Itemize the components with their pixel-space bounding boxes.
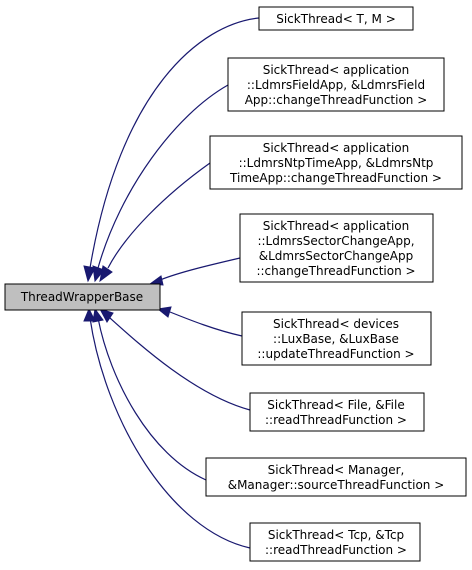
class-node-sick-thread-tcp[interactable]: SickThread< Tcp, &Tcp ::readThreadFuncti… bbox=[249, 522, 421, 562]
edge-sick-thread-ldmrs-ntp-time-app bbox=[107, 162, 211, 269]
class-label-thread-wrapper-base: ThreadWrapperBase bbox=[20, 290, 143, 304]
class-label-line: ::LdmrsFieldApp, &LdmrsField bbox=[247, 78, 425, 92]
class-label-line: &Manager::sourceThreadFunction > bbox=[228, 478, 445, 492]
class-node-sick-thread-t-m[interactable]: SickThread< T, M > bbox=[258, 6, 414, 31]
edge-sick-thread-file bbox=[109, 317, 251, 411]
class-node-sick-thread-ldmrs-sector-change-app[interactable]: SickThread< application ::LdmrsSectorCha… bbox=[239, 213, 434, 283]
class-label-line: ::LdmrsSectorChangeApp, bbox=[257, 234, 414, 248]
class-label-line: ::readThreadFunction > bbox=[265, 413, 407, 427]
arrowhead-sick-thread-tcp bbox=[83, 307, 96, 322]
edge-sick-thread-ldmrs-sector-change-app bbox=[159, 257, 241, 281]
class-node-sick-thread-lux-base[interactable]: SickThread< devices ::LuxBase, &LuxBase … bbox=[241, 311, 432, 366]
class-node-sick-thread-ldmrs-ntp-time-app[interactable]: SickThread< application ::LdmrsNtpTimeAp… bbox=[209, 135, 463, 190]
arrowhead-sick-thread-ldmrs-ntp-time-app bbox=[99, 265, 113, 283]
edge-sick-thread-ldmrs-field-app bbox=[97, 84, 229, 269]
class-node-sick-thread-ldmrs-field-app[interactable]: SickThread< application ::LdmrsFieldApp,… bbox=[227, 57, 445, 112]
arrowhead-sick-thread-file bbox=[98, 308, 114, 323]
class-label-line: SickThread< application bbox=[263, 63, 410, 77]
class-label-line: ::LdmrsNtpTimeApp, &LdmrsNtp bbox=[239, 156, 434, 170]
edge-sick-thread-tcp bbox=[89, 317, 251, 549]
arrowhead-sick-thread-manager bbox=[92, 307, 104, 323]
inheritance-arrowheads bbox=[83, 265, 172, 323]
class-label-line: ::readThreadFunction > bbox=[265, 543, 407, 557]
class-node-sick-thread-file[interactable]: SickThread< File, &File ::readThreadFunc… bbox=[249, 392, 425, 432]
inheritance-edges bbox=[89, 17, 260, 549]
class-label-line: SickThread< File, &File bbox=[267, 398, 404, 412]
edge-sick-thread-manager bbox=[97, 317, 207, 481]
arrowhead-sick-thread-t-m bbox=[83, 265, 96, 283]
class-label-line: TimeApp::changeThreadFunction > bbox=[229, 171, 442, 185]
class-label-line: SickThread< devices bbox=[273, 317, 399, 331]
edge-sick-thread-t-m bbox=[89, 17, 260, 269]
class-label-line: &LdmrsSectorChangeApp bbox=[259, 249, 414, 263]
class-label-line: ::updateThreadFunction > bbox=[257, 347, 414, 361]
arrowhead-sick-thread-lux-base bbox=[156, 306, 172, 318]
class-label-line: SickThread< application bbox=[263, 219, 410, 233]
class-node-sick-thread-manager[interactable]: SickThread< Manager, &Manager::sourceThr… bbox=[205, 457, 467, 497]
class-label-line: SickThread< Manager, bbox=[268, 463, 405, 477]
arrowhead-sick-thread-ldmrs-field-app bbox=[92, 265, 105, 283]
class-label-line: SickThread< application bbox=[263, 141, 410, 155]
class-label-line: SickThread< Tcp, &Tcp bbox=[268, 528, 404, 542]
class-node-thread-wrapper-base[interactable]: ThreadWrapperBase bbox=[4, 283, 161, 311]
class-label-line: SickThread< T, M > bbox=[276, 12, 396, 26]
edge-sick-thread-lux-base bbox=[169, 311, 243, 337]
class-label-line: ::changeThreadFunction > bbox=[256, 264, 415, 278]
class-label-line: App::changeThreadFunction > bbox=[245, 93, 428, 107]
class-label-line: ::LuxBase, &LuxBase bbox=[273, 332, 399, 346]
